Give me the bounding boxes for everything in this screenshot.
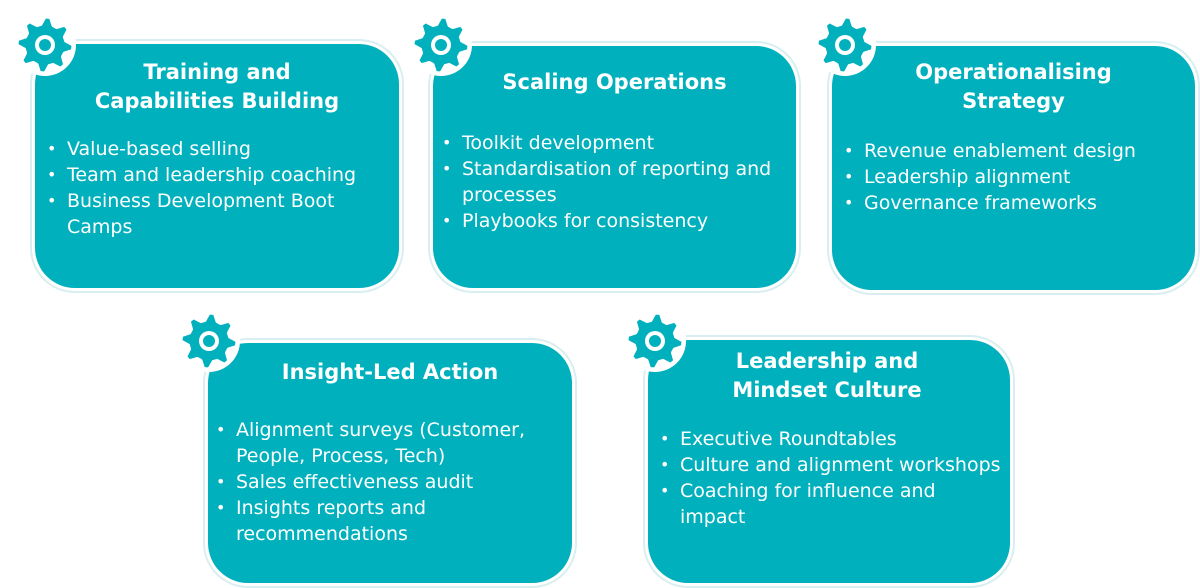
list-item: Playbooks for consistency — [440, 208, 780, 234]
gear-icon — [12, 12, 78, 78]
card-training-capabilities: Training and Capabilities Building Value… — [35, 44, 399, 288]
card-title: Leadership and Mindset Culture — [732, 349, 922, 402]
list-item: Value-based selling — [45, 136, 365, 162]
list-item: Standardisation of reporting and process… — [440, 156, 780, 208]
card-leadership-mindset: Leadership and Mindset Culture Executive… — [648, 340, 1010, 583]
list-item: Leadership alignment — [842, 164, 1182, 190]
list-item: Alignment surveys (Customer, People, Pro… — [214, 417, 534, 469]
gear-icon — [622, 308, 688, 374]
gear-icon — [408, 12, 474, 78]
card-title: Training and Capabilities Building — [94, 60, 340, 113]
card-list: Value-based selling Team and leadership … — [45, 136, 365, 240]
card-list: Executive Roundtables Culture and alignm… — [658, 426, 1003, 530]
list-item: Culture and alignment workshops — [658, 452, 1003, 478]
list-item: Insights reports and recommendations — [214, 495, 534, 547]
card-title: Insight-Led Action — [281, 360, 499, 384]
list-item: Governance frameworks — [842, 190, 1182, 216]
card-title: Scaling Operations — [502, 70, 727, 94]
card-list: Revenue enablement design Leadership ali… — [842, 138, 1182, 216]
card-insight-led-action: Insight-Led Action Alignment surveys (Cu… — [208, 343, 572, 583]
list-item: Executive Roundtables — [658, 426, 1003, 452]
list-item: Sales effectiveness audit — [214, 469, 534, 495]
gear-icon — [812, 12, 878, 78]
card-operationalising-strategy: Operationalising Strategy Revenue enable… — [832, 46, 1195, 290]
card-title: Operationalising Strategy — [915, 60, 1112, 113]
gear-icon — [176, 308, 242, 374]
list-item: Team and leadership coaching — [45, 162, 365, 188]
card-list: Toolkit development Standardisation of r… — [440, 130, 780, 234]
list-item: Toolkit development — [440, 130, 780, 156]
list-item: Revenue enablement design — [842, 138, 1182, 164]
card-list: Alignment surveys (Customer, People, Pro… — [214, 417, 534, 547]
list-item: Coaching for influence and impact — [658, 478, 1003, 530]
card-scaling-operations: Scaling Operations Toolkit development S… — [433, 46, 796, 288]
list-item: Business Development Boot Camps — [45, 188, 365, 240]
